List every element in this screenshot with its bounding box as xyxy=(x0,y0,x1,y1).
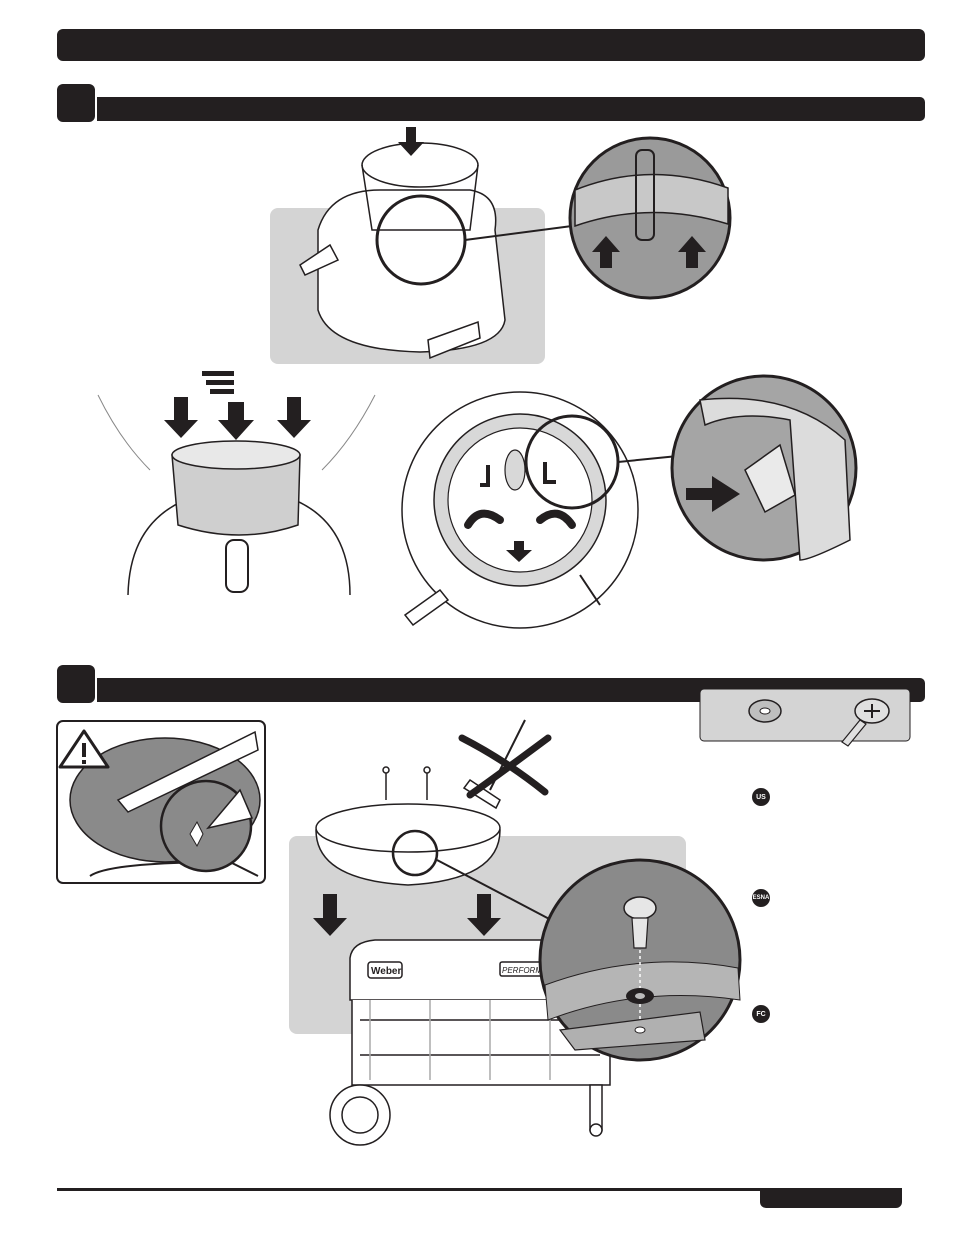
page-header-bar xyxy=(57,29,925,61)
zoom-detail-1 xyxy=(568,136,732,300)
footer-tab xyxy=(760,1188,902,1208)
badge-fc: FC xyxy=(752,1005,770,1023)
footer-rule xyxy=(57,1188,902,1191)
no-screwdriver-icon xyxy=(458,719,552,810)
zoom-detail-3 xyxy=(538,858,742,1062)
step-header-bar-1 xyxy=(97,97,925,121)
badge-us: US xyxy=(752,788,770,806)
cart-logo-text: Weber xyxy=(371,966,401,977)
badge-esna: ESNA xyxy=(752,889,770,907)
step-number-box-1 xyxy=(57,84,95,122)
step-number-box-2 xyxy=(57,665,95,703)
screw-icon xyxy=(841,698,890,747)
zoom-detail-2 xyxy=(670,374,858,562)
cart-model-text: PERFORM xyxy=(502,966,542,975)
